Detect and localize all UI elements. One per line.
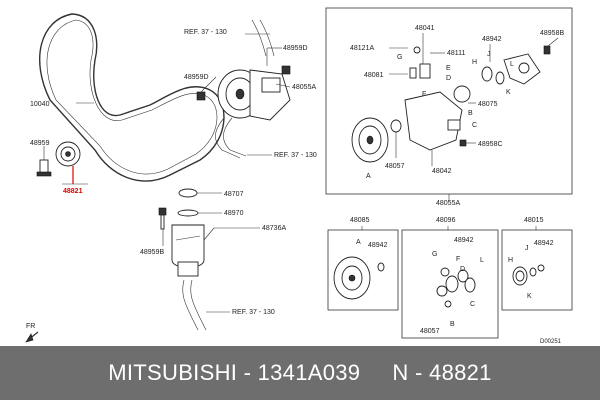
callout-B: B <box>468 110 473 117</box>
pump-exploded[interactable] <box>351 45 551 163</box>
label-48942-top[interactable]: 48942 <box>482 36 502 43</box>
ref-label-1[interactable]: REF. 37 - 130 <box>184 29 227 36</box>
callout-J-b: J <box>525 245 529 252</box>
fr-arrow: FR <box>25 323 39 343</box>
label-48096[interactable]: 48096 <box>436 217 456 224</box>
callout-C-b: C <box>470 301 475 308</box>
parts-diagram: 10040 48959 48821 REF. 37 - 130 48959D 4… <box>25 7 573 345</box>
label-48959D-b[interactable]: 48959D <box>184 74 209 81</box>
seal-kit-48096[interactable] <box>436 267 476 308</box>
callout-C: C <box>472 122 477 129</box>
callout-J: J <box>487 51 491 58</box>
label-48111[interactable]: 48111 <box>447 50 466 57</box>
label-48958C[interactable]: 48958C <box>478 141 503 148</box>
power-steering-pump[interactable] <box>217 69 291 121</box>
label-48959D[interactable]: 48959D <box>283 45 308 52</box>
label-48736A[interactable]: 48736A <box>262 225 286 232</box>
label-48041[interactable]: 48041 <box>415 25 435 32</box>
label-48057[interactable]: 48057 <box>385 163 405 170</box>
callout-H-b: H <box>508 257 513 264</box>
reservoir-hose <box>182 279 207 331</box>
bearing-kit-48015[interactable] <box>512 264 545 286</box>
part-info-banner: MITSUBISHI - 1341A039 N - 48821 <box>0 346 600 400</box>
label-10040[interactable]: 10040 <box>30 101 50 108</box>
label-48042[interactable]: 48042 <box>432 168 452 175</box>
ref-label-2[interactable]: REF. 37 - 130 <box>274 152 317 159</box>
label-48821-highlighted[interactable]: 48821 <box>63 188 83 195</box>
drive-belt <box>38 13 225 182</box>
exploded-view-svg: 10040 48959 48821 REF. 37 - 130 48959D 4… <box>25 7 573 345</box>
label-48959B[interactable]: 48959B <box>140 249 164 256</box>
label-48707[interactable]: 48707 <box>224 191 244 198</box>
pulley-48085[interactable] <box>333 256 385 300</box>
label-48958B[interactable]: 48958B <box>540 30 564 37</box>
label-48959[interactable]: 48959 <box>30 140 50 147</box>
callout-G: G <box>397 54 402 61</box>
callout-K: K <box>506 89 511 96</box>
pump-hose <box>215 18 275 159</box>
callout-F-b: F <box>456 256 460 263</box>
label-48970[interactable]: 48970 <box>224 210 244 217</box>
fr-label: FR <box>26 323 35 330</box>
leader-lines <box>43 33 559 313</box>
tensioner-pulley[interactable] <box>55 141 81 167</box>
callout-L-b: L <box>480 257 484 264</box>
diagram-code: D00251 <box>540 339 562 345</box>
callout-B-b: B <box>450 321 455 328</box>
callout-F: F <box>422 91 426 98</box>
callout-A: A <box>366 173 371 180</box>
label-48942-c[interactable]: 48942 <box>534 240 554 247</box>
label-48942-a[interactable]: 48942 <box>368 242 388 249</box>
callout-E: E <box>446 65 451 72</box>
label-48075[interactable]: 48075 <box>478 101 498 108</box>
part-labels: 10040 48959 48821 REF. 37 - 130 48959D 4… <box>30 25 564 335</box>
bolt-48959B[interactable] <box>158 207 167 230</box>
label-48085[interactable]: 48085 <box>350 217 370 224</box>
callout-L: L <box>510 61 514 68</box>
label-48055A[interactable]: 48055A <box>292 84 316 91</box>
callout-D: D <box>446 75 451 82</box>
label-48121A[interactable]: 48121A <box>350 45 374 52</box>
label-48081[interactable]: 48081 <box>364 72 384 79</box>
label-48055A-b[interactable]: 48055A <box>436 200 460 207</box>
callout-A-b: A <box>356 239 361 246</box>
label-48057-b[interactable]: 48057 <box>420 328 440 335</box>
banner-text: MITSUBISHI - 1341A039 N - 48821 <box>108 360 492 385</box>
letter-callouts: A B C D E F G H J K L A G F D L C B H J … <box>356 51 532 328</box>
reservoir[interactable] <box>171 188 205 277</box>
callout-G-b: G <box>432 251 437 258</box>
label-48942-b[interactable]: 48942 <box>454 237 474 244</box>
callout-K-b: K <box>527 293 532 300</box>
pulley-kit-box <box>327 229 399 311</box>
seal-kit-box <box>401 229 499 339</box>
bearing-kit-box <box>501 229 573 311</box>
label-48015[interactable]: 48015 <box>524 217 544 224</box>
callout-D-b: D <box>460 266 465 273</box>
ref-label-3[interactable]: REF. 37 - 130 <box>232 309 275 316</box>
callout-H: H <box>472 59 477 66</box>
bolt-48959[interactable] <box>36 159 52 177</box>
